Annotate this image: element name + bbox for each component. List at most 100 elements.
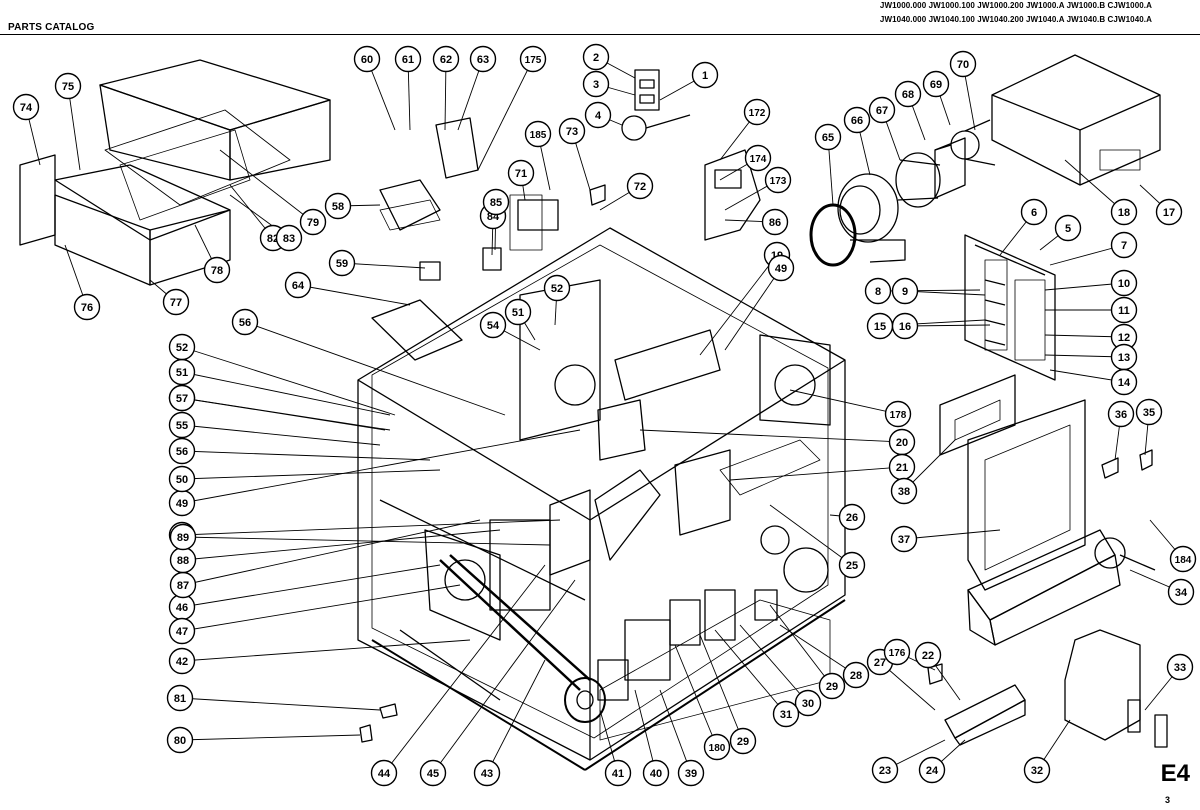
callout-circle [1110, 231, 1138, 259]
callout-circle [275, 224, 303, 252]
callout-circle [584, 101, 612, 129]
callout-31: 31 [772, 700, 800, 728]
callout-circle [949, 50, 977, 78]
callout-label: 33 [1174, 662, 1186, 674]
leader-line-64 [297, 284, 411, 306]
callout-label: 45 [427, 768, 439, 780]
callout-label: 24 [926, 765, 939, 777]
callout-circle [1110, 269, 1138, 297]
callout-circle [890, 525, 918, 553]
callout-label: 50 [176, 474, 188, 486]
callout-label: 60 [361, 54, 373, 66]
leader-line-75 [67, 85, 81, 171]
page-code: E4 [1160, 760, 1190, 787]
callout-circle [843, 106, 871, 134]
callout-circle [328, 249, 356, 277]
callout-22: 22 [914, 641, 942, 669]
callout-label: 74 [20, 102, 33, 114]
leader-line-25 [769, 504, 853, 566]
callout-label: 21 [896, 462, 908, 474]
callout-circle [1166, 653, 1194, 681]
callout-60: 60 [353, 45, 381, 73]
callout-label: 2 [593, 52, 599, 64]
callout-circle [918, 756, 946, 784]
callout-label: 39 [685, 768, 697, 780]
callout-20: 20 [888, 428, 916, 456]
callout-circle [162, 288, 190, 316]
callout-52: 52 [543, 274, 571, 302]
callout-3: 3 [582, 70, 610, 98]
callout-circle [604, 759, 632, 787]
callout-69: 69 [922, 70, 950, 98]
callout-43: 43 [473, 759, 501, 787]
callout-40: 40 [642, 759, 670, 787]
leader-line-40 [634, 689, 657, 774]
callout-89: 89 [169, 523, 197, 551]
callout-circle [891, 277, 919, 305]
callout-2: 2 [582, 43, 610, 71]
callout-label: 83 [283, 233, 295, 245]
callout-41: 41 [604, 759, 632, 787]
callout-label: 27 [874, 657, 886, 669]
callout-label: 178 [890, 410, 907, 421]
callout-6: 6 [1020, 198, 1048, 226]
callout-30: 30 [794, 689, 822, 717]
callout-circle [169, 523, 197, 551]
callout-172: 172 [743, 98, 771, 126]
callout-label: 38 [898, 486, 910, 498]
leader-line-42 [181, 639, 471, 662]
callout-label: 1 [702, 70, 708, 82]
callout-63: 63 [469, 45, 497, 73]
leader-line-56 [244, 321, 506, 416]
callout-37: 37 [890, 525, 918, 553]
callout-circle [394, 45, 422, 73]
callout-circle [1135, 398, 1163, 426]
callout-180: 180 [703, 733, 731, 761]
callout-circle [744, 144, 772, 172]
callout-72: 72 [626, 172, 654, 200]
callout-29: 29 [818, 672, 846, 700]
catalog-title: PARTS CATALOG [8, 22, 95, 33]
callout-label: 75 [62, 81, 74, 93]
callout-circle [524, 120, 552, 148]
callout-83: 83 [275, 224, 303, 252]
callout-circle [691, 61, 719, 89]
callout-circle [794, 689, 822, 717]
leader-line-79 [219, 149, 314, 223]
callout-circle [168, 647, 196, 675]
callout-circle [166, 684, 194, 712]
callout-174: 174 [744, 144, 772, 172]
leader-line-29 [769, 604, 833, 687]
terminal-block [944, 684, 1026, 746]
callout-label: 61 [402, 54, 414, 66]
callout-1: 1 [691, 61, 719, 89]
callout-label: 65 [822, 132, 834, 144]
callout-circle [284, 271, 312, 299]
page-number: 3 [1164, 795, 1170, 805]
callout-circle [168, 411, 196, 439]
small-parts [359, 449, 1153, 743]
air-handler-assembly [19, 59, 331, 286]
callout-8: 8 [864, 277, 892, 305]
callout-circle [479, 311, 507, 339]
callout-circle [168, 617, 196, 645]
callout-circle [891, 312, 919, 340]
callout-circle [166, 726, 194, 754]
header-rule [0, 34, 1200, 35]
front-panel [939, 374, 1086, 591]
callout-label: 47 [176, 626, 188, 638]
callout-label: 7 [1121, 240, 1127, 252]
callout-label: 184 [1175, 555, 1192, 566]
callout-11: 11 [1110, 296, 1138, 324]
callout-circle [884, 400, 912, 428]
callout-175: 175 [519, 45, 547, 73]
callout-circle [1110, 198, 1138, 226]
callout-label: 32 [1031, 765, 1043, 777]
callout-66: 66 [843, 106, 871, 134]
callout-circle [469, 45, 497, 73]
callout-circle [642, 759, 670, 787]
callout-circle [922, 70, 950, 98]
callout-label: 46 [176, 602, 188, 614]
callout-58: 58 [324, 192, 352, 220]
callout-label: 29 [737, 736, 749, 748]
